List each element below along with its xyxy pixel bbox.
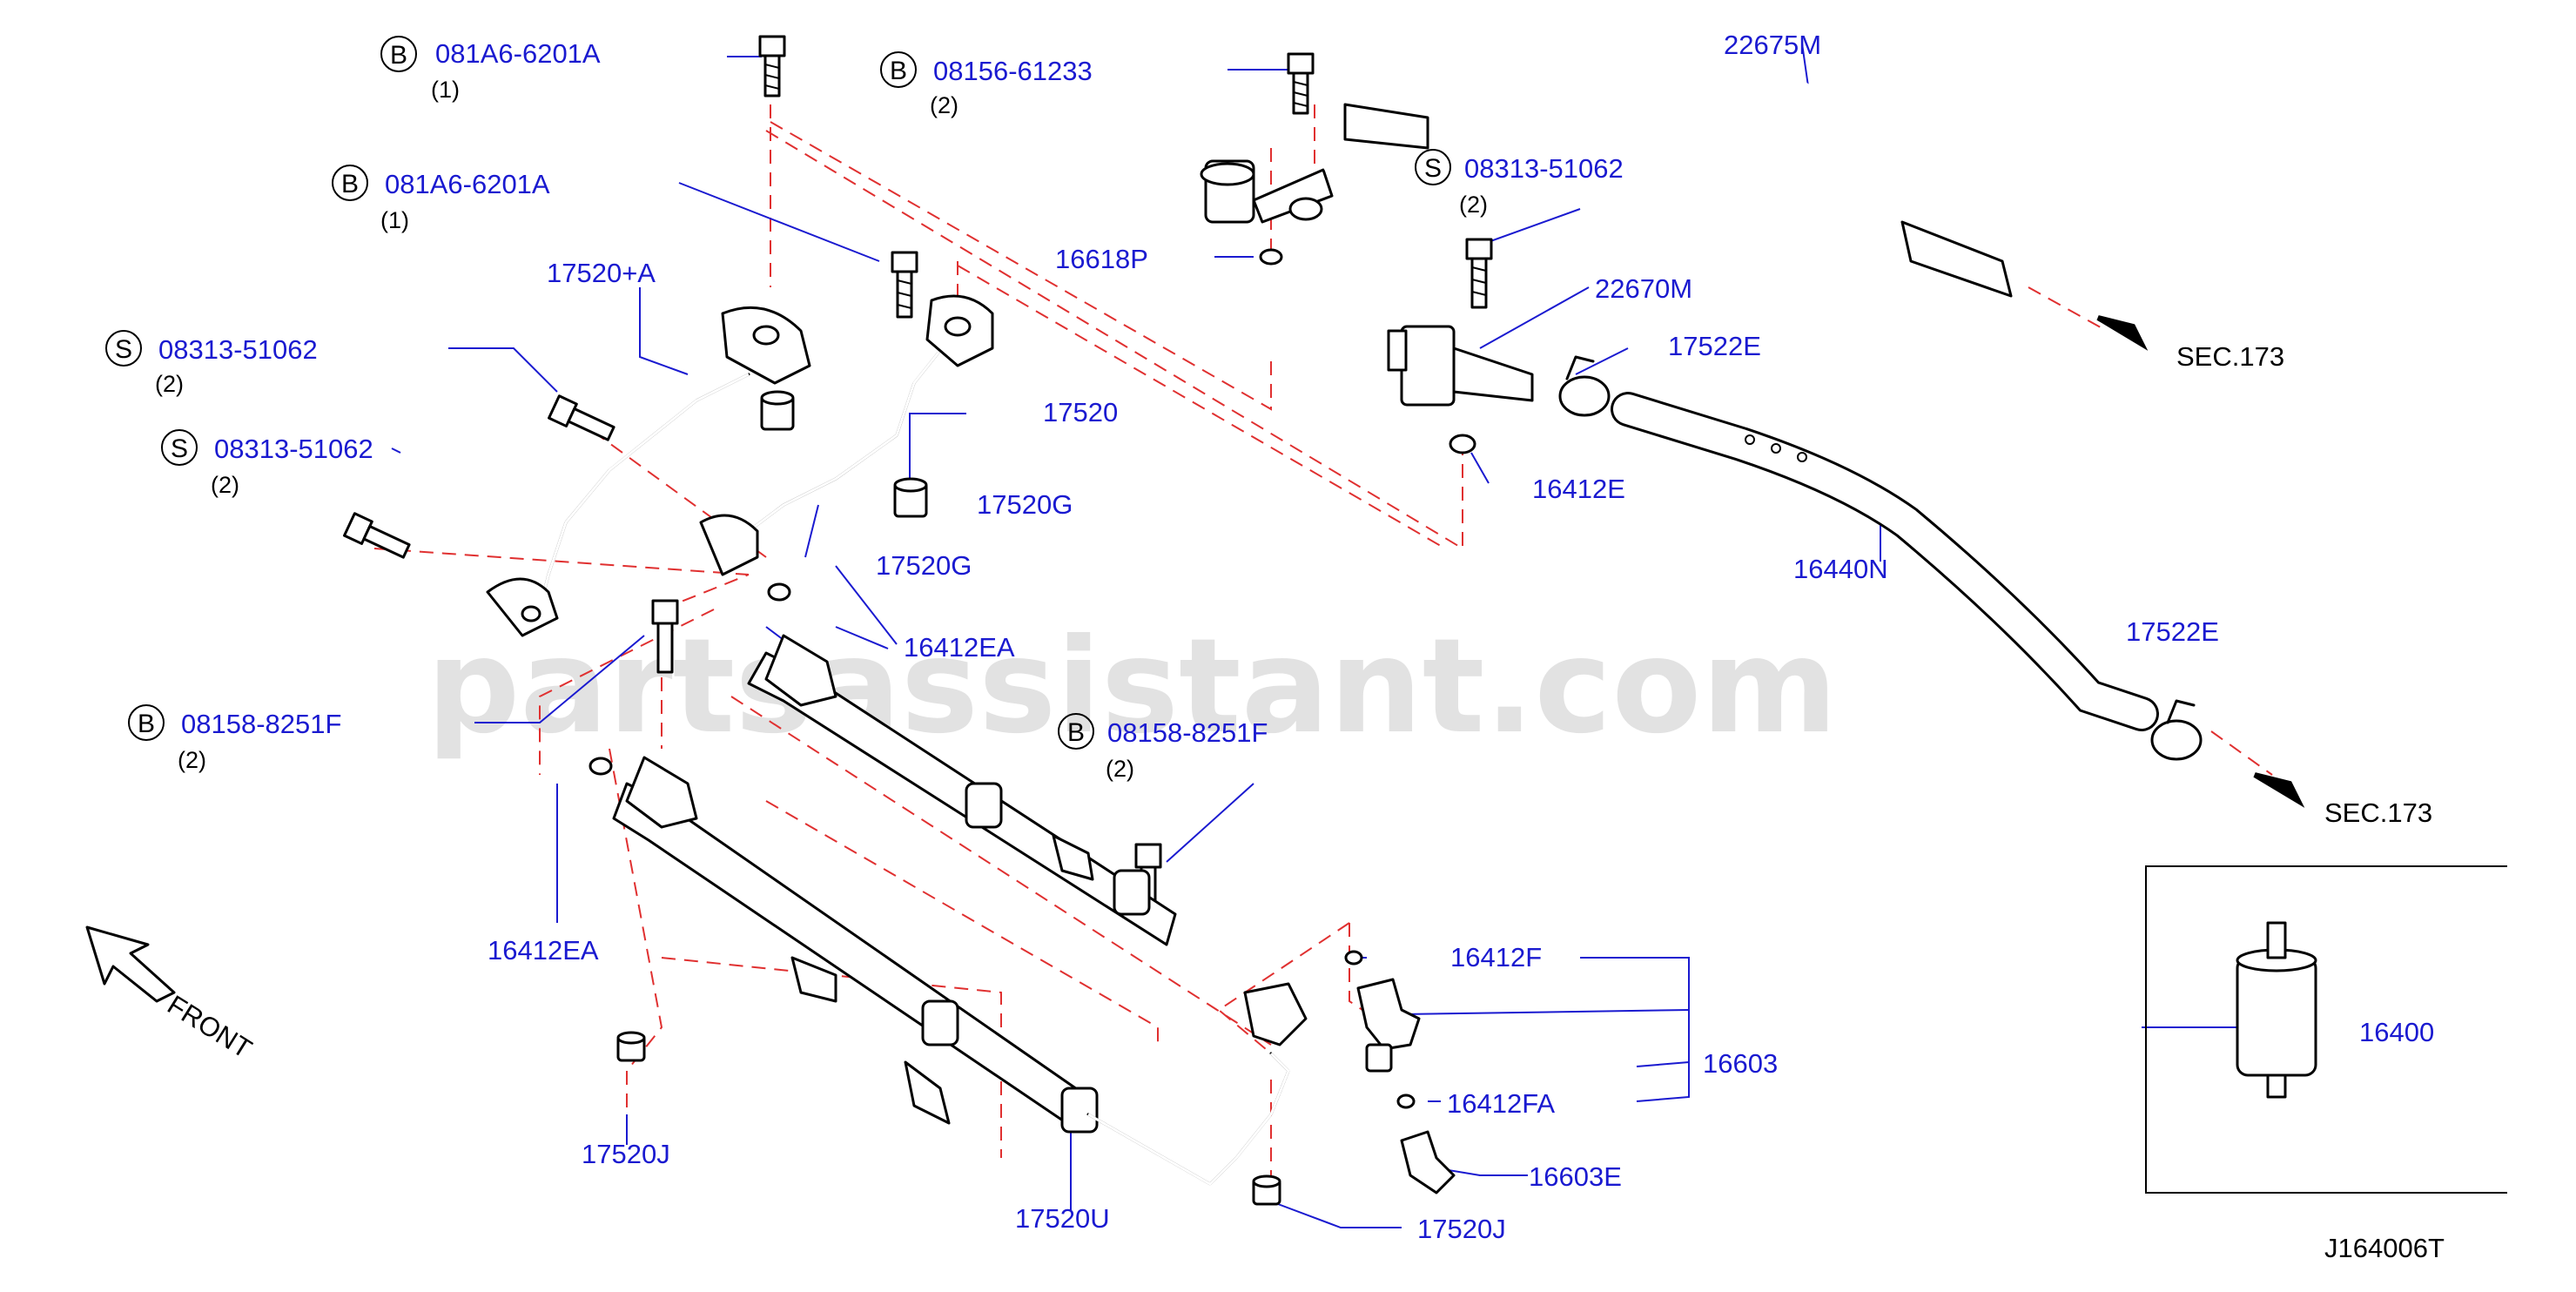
label-22675M: 22675M bbox=[1724, 30, 1821, 60]
bolt-icon bbox=[651, 599, 679, 674]
callout-08158-8251F-2: B 08158-8251F (2) bbox=[1058, 713, 1268, 782]
o-ring bbox=[1449, 434, 1476, 454]
fuel-hose-22675M bbox=[1323, 32, 2013, 298]
injector-clip bbox=[1400, 1130, 1456, 1194]
pressure-regulator bbox=[1387, 325, 1534, 407]
svg-text:(2): (2) bbox=[1106, 756, 1134, 782]
fuel-filter bbox=[2236, 921, 2317, 1099]
label-sec173-1: SEC.173 bbox=[2176, 341, 2284, 372]
label-16412FA: 16412FA bbox=[1447, 1088, 1555, 1119]
callout-08156-61233: B 08156-61233 (2) bbox=[880, 51, 1093, 118]
svg-text:08156-61233: 08156-61233 bbox=[933, 56, 1093, 86]
svg-text:08313-51062: 08313-51062 bbox=[158, 334, 318, 365]
label-16412EA-2: 16412EA bbox=[488, 935, 599, 966]
label-17520U: 17520U bbox=[1015, 1203, 1110, 1234]
svg-text:08158-8251F: 08158-8251F bbox=[181, 709, 341, 739]
svg-text:(1): (1) bbox=[380, 207, 409, 233]
callout-08158-8251F-1: B 08158-8251F (2) bbox=[128, 704, 341, 773]
svg-text:08158-8251F: 08158-8251F bbox=[1107, 717, 1268, 748]
bolt-icon bbox=[343, 512, 411, 559]
svg-text:B: B bbox=[138, 710, 155, 738]
svg-text:B: B bbox=[1067, 718, 1085, 747]
label-17522E-1: 17522E bbox=[1668, 331, 1761, 361]
grommet bbox=[760, 390, 795, 431]
svg-text:S: S bbox=[1424, 154, 1442, 183]
bolt-icon bbox=[548, 394, 615, 441]
callout-08313-51062-1: S 08313-51062 (2) bbox=[1415, 149, 1624, 218]
part-drawings bbox=[85, 32, 2507, 1206]
svg-text:(2): (2) bbox=[155, 371, 184, 397]
svg-text:B: B bbox=[341, 170, 359, 199]
callout-081A6-6201A-2: B 081A6-6201A (1) bbox=[332, 165, 550, 233]
fuel-rail bbox=[747, 634, 1177, 946]
label-17520G-2: 17520G bbox=[876, 550, 972, 581]
label-16400: 16400 bbox=[2359, 1017, 2434, 1047]
svg-text:(1): (1) bbox=[431, 77, 460, 103]
label-16603: 16603 bbox=[1703, 1048, 1778, 1079]
bolt-icon bbox=[1465, 238, 1493, 309]
svg-text:081A6-6201A: 081A6-6201A bbox=[385, 169, 550, 199]
svg-text:(2): (2) bbox=[930, 92, 958, 118]
svg-text:S: S bbox=[115, 335, 132, 364]
label-17520J-1: 17520J bbox=[582, 1139, 670, 1169]
svg-text:B: B bbox=[890, 57, 907, 85]
arrow-right-icon bbox=[2253, 772, 2305, 808]
label-16412F: 16412F bbox=[1450, 942, 1542, 972]
fuel-pipe bbox=[699, 294, 994, 576]
arrow-right-icon bbox=[2096, 315, 2149, 351]
diagram-id: J164006T bbox=[2324, 1233, 2445, 1263]
o-ring bbox=[767, 582, 791, 602]
fuel-rail bbox=[612, 756, 1099, 1134]
label-16440N: 16440N bbox=[1793, 554, 1888, 584]
o-ring bbox=[589, 757, 613, 776]
label-17520J-2: 17520J bbox=[1417, 1214, 1506, 1244]
label-sec173-2: SEC.173 bbox=[2324, 797, 2432, 828]
callout-08313-51062-3: S 08313-51062 (2) bbox=[161, 429, 373, 498]
grommet bbox=[1252, 1174, 1281, 1206]
fuel-pipe bbox=[486, 306, 811, 637]
label-16618P: 16618P bbox=[1055, 244, 1148, 274]
svg-text:(2): (2) bbox=[1459, 192, 1488, 218]
callout-081A6-6201A-1: B 081A6-6201A (1) bbox=[380, 36, 601, 103]
label-16412E: 16412E bbox=[1532, 474, 1625, 504]
label-17522E-2: 17522E bbox=[2126, 616, 2219, 647]
callout-08313-51062-2: S 08313-51062 (2) bbox=[105, 330, 318, 397]
o-ring bbox=[1259, 248, 1283, 266]
label-17520: 17520 bbox=[1043, 397, 1118, 427]
bolt-icon bbox=[1287, 52, 1315, 115]
grommet bbox=[893, 477, 928, 518]
bolt-icon bbox=[758, 35, 786, 98]
hose-clamp bbox=[1558, 355, 1611, 417]
front-arrow-icon bbox=[85, 925, 176, 1003]
fuel-hose-16440N bbox=[1611, 392, 2159, 731]
svg-text:S: S bbox=[171, 434, 188, 463]
inset-box bbox=[2145, 865, 2507, 1194]
svg-text:B: B bbox=[390, 41, 407, 70]
label-front: FRONT bbox=[162, 989, 257, 1064]
fuel-tube-17520U bbox=[1086, 982, 1308, 1186]
label-16412EA-1: 16412EA bbox=[904, 632, 1015, 663]
label-17520G-1: 17520G bbox=[977, 489, 1073, 520]
svg-text:08313-51062: 08313-51062 bbox=[1464, 153, 1624, 184]
grommet bbox=[616, 1031, 646, 1062]
pressure-damper bbox=[1200, 159, 1334, 224]
label-16603E: 16603E bbox=[1529, 1161, 1622, 1192]
svg-text:(2): (2) bbox=[178, 747, 206, 773]
label-17520A: 17520+A bbox=[547, 258, 656, 288]
svg-text:(2): (2) bbox=[211, 472, 239, 498]
hose-clamp bbox=[2150, 699, 2203, 761]
bolt-icon bbox=[891, 251, 918, 319]
svg-text:08313-51062: 08313-51062 bbox=[214, 434, 373, 464]
label-22670M: 22670M bbox=[1595, 273, 1692, 304]
svg-text:081A6-6201A: 081A6-6201A bbox=[435, 38, 601, 69]
alignment-lines bbox=[373, 104, 2273, 1184]
fuel-injector bbox=[1344, 950, 1421, 1109]
